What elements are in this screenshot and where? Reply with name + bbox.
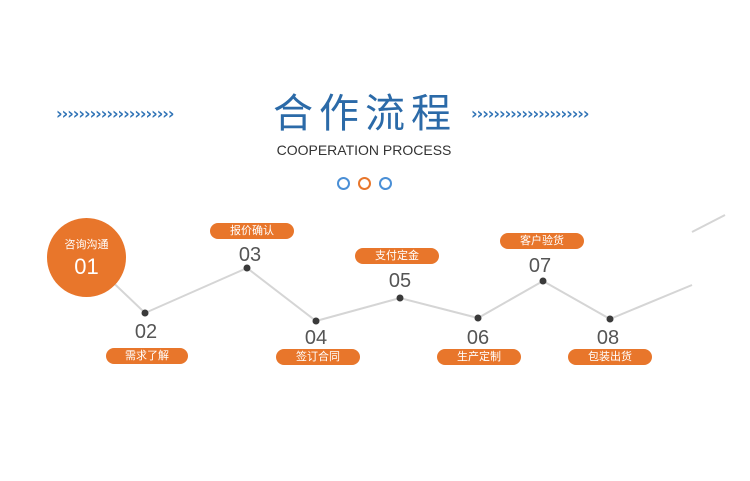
- indicator-dot-blue-2: [379, 177, 392, 190]
- step-01-circle: 咨询沟通 01: [47, 218, 126, 297]
- node-dot-07: [539, 277, 547, 285]
- step-08-label: 包装出货: [568, 349, 652, 365]
- step-03-label: 报价确认: [210, 223, 294, 239]
- step-02-number: 02: [134, 321, 158, 343]
- step-05-label: 支付定金: [355, 248, 439, 264]
- node-dot-06: [474, 314, 482, 322]
- indicator-dot-orange: [358, 177, 371, 190]
- page-subtitle: COOPERATION PROCESS: [276, 142, 452, 158]
- indicator-dot-blue-1: [337, 177, 350, 190]
- right-arrow-decoration: ›››››››››››››››››››››: [471, 104, 589, 123]
- step-07-label: 客户验货: [500, 233, 584, 249]
- node-dot-04: [312, 317, 320, 325]
- left-arrow-decoration: ›››››››››››››››››››››: [56, 104, 174, 123]
- step-01-number: 01: [74, 254, 99, 279]
- step-01-label: 咨询沟通: [64, 238, 109, 251]
- page-title: 合作流程: [273, 91, 457, 137]
- step-06-number: 06: [466, 327, 490, 349]
- node-dot-03: [243, 264, 251, 272]
- step-07-number: 07: [528, 255, 552, 277]
- step-04-label: 签订合同: [276, 349, 360, 365]
- node-dot-02: [141, 309, 149, 317]
- step-06-label: 生产定制: [437, 349, 521, 365]
- node-dot-08: [606, 315, 614, 323]
- step-08-number: 08: [596, 327, 620, 349]
- step-04-number: 04: [304, 327, 328, 349]
- node-dot-05: [396, 294, 404, 302]
- step-03-number: 03: [238, 244, 262, 266]
- step-02-label: 需求了解: [106, 348, 188, 364]
- step-05-number: 05: [388, 270, 412, 292]
